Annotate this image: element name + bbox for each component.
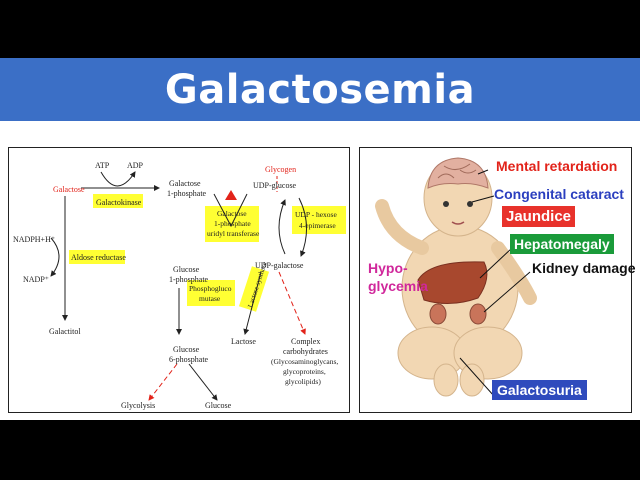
arrow-udpgal-to-lactose <box>243 271 262 335</box>
glc6p-label-2: 6-phosphate <box>169 355 209 364</box>
galactose-label: Galactose <box>53 185 85 194</box>
infant-left-foot <box>433 363 459 397</box>
gal1p-label-2: 1-phosphate <box>167 189 207 198</box>
jaundice-badge: Jaundice <box>502 206 576 227</box>
infant-illustration <box>375 157 537 397</box>
symptoms-panel: Mental retardation Congenital cataract J… <box>359 147 636 413</box>
epimerase-label-1: UDP - hexose <box>295 210 337 219</box>
transferase-marker <box>225 190 237 200</box>
arrow-transferase-swap <box>213 193 248 228</box>
top-letterbox <box>0 0 640 58</box>
pathway-diagram-panel: Galactose ATP ADP Galactokinase Galactos… <box>8 147 350 413</box>
left-kidney <box>429 303 447 325</box>
right-kidney <box>469 303 487 325</box>
complex-label-3: (Glycosaminoglycans, <box>271 357 338 366</box>
lactose-synthase-box <box>238 266 270 312</box>
arrow-udpgal-to-epimerase <box>278 199 286 255</box>
phosphoglucomutase-label-1: Phosphogluco <box>189 284 232 293</box>
infant-left-eye <box>443 201 449 207</box>
udp-galactose-label: UDP-galactose <box>255 261 304 270</box>
hepatomegaly-badge: Hepatomegaly <box>510 234 614 254</box>
pointer-cataract <box>471 195 495 203</box>
kidney-damage-label: Kidney damage <box>532 260 636 276</box>
transferase-label-1: Galactose <box>217 209 247 218</box>
brain-folds <box>437 163 477 179</box>
complex-label-1: Complex <box>291 337 320 346</box>
page-title: Galactosemia <box>164 66 476 113</box>
arrow-epimerase-cycle <box>298 197 307 257</box>
infant-left-arm <box>375 199 429 255</box>
pathway-diagram: Galactose ATP ADP Galactokinase Galactos… <box>13 161 346 410</box>
complex-label-5: glycolipids) <box>285 377 321 386</box>
lactose-label: Lactose <box>231 337 256 346</box>
hypoglycemia-label-2: glycemia <box>368 278 428 294</box>
pointer-galactosuria <box>459 357 495 397</box>
bottom-letterbox <box>0 420 640 480</box>
infant-mouth <box>451 221 465 225</box>
nadp-label: NADP⁺ <box>23 275 49 284</box>
glc6p-label-1: Glucose <box>173 345 200 354</box>
title-banner: Galactosemia <box>0 58 640 121</box>
galactitol-label: Galactitol <box>49 327 81 336</box>
arrow-glc6p-to-glycolysis <box>148 363 178 401</box>
aldose-reductase-label: Aldose reductase <box>71 253 126 262</box>
phosphoglucomutase-label-2: mutase <box>199 294 221 303</box>
pointer-mental <box>477 169 489 175</box>
arrow-atp-adp <box>100 171 136 187</box>
atp-label: ATP <box>95 161 110 170</box>
infant-right-arm <box>491 241 537 305</box>
glycolysis-label: Glycolysis <box>121 401 155 410</box>
transferase-label-2: 1-phosphate <box>214 219 251 228</box>
phosphoglucomutase-box <box>187 280 235 306</box>
liver-organ <box>417 261 488 304</box>
infant-right-foot <box>459 363 485 397</box>
aldose-reductase-box <box>69 250 125 264</box>
arrow-nadph-nadp <box>50 237 60 277</box>
arrow-udpgal-to-complex <box>278 271 306 335</box>
congenital-cataract-label: Congenital cataract <box>494 186 624 202</box>
pointer-kidney <box>483 271 531 313</box>
complex-label-4: glycoproteins, <box>283 367 326 376</box>
epimerase-label-2: 4-epimerase <box>299 221 336 230</box>
glycogen-label: Glycogen <box>265 165 296 174</box>
galactokinase-label: Galactokinase <box>96 198 142 207</box>
glucose-label: Glucose <box>205 401 232 410</box>
adp-label: ADP <box>127 161 144 170</box>
transferase-label-3: uridyl transferase <box>207 229 260 238</box>
nadph-label: NADPH+H⁺ <box>13 235 55 244</box>
galactokinase-box <box>93 194 143 208</box>
mental-retardation-label: Mental retardation <box>496 158 618 174</box>
arrow-glc6p-to-glucose <box>188 363 218 401</box>
udp-glucose-label: UDP-glucose <box>253 181 297 190</box>
glc1p-label-2: 1-phosphate <box>169 275 209 284</box>
complex-label-2: carbohydrates <box>283 347 328 356</box>
infant-right-eye <box>467 201 473 207</box>
hypoglycemia-label-1: Hypo- <box>368 260 408 276</box>
glc1p-label-1: Glucose <box>173 265 200 274</box>
epimerase-box <box>292 206 346 234</box>
gal1p-label-1: Galactose <box>169 179 201 188</box>
pointer-hepatomegaly <box>479 247 513 279</box>
content-area: Galactose ATP ADP Galactokinase Galactos… <box>0 121 640 420</box>
galactosuria-badge: Galactosuria <box>492 380 587 400</box>
brain-shape <box>427 157 489 189</box>
